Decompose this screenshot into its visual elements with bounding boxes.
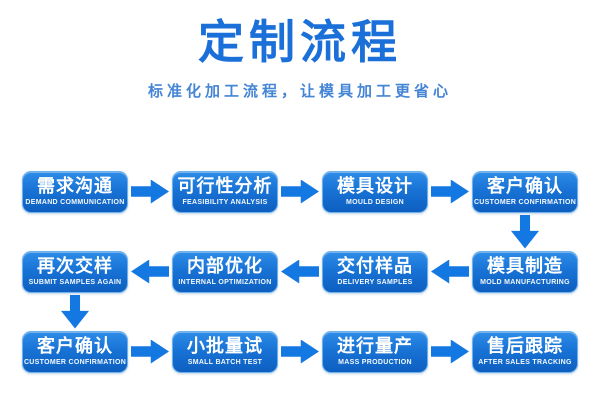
step-label: 客户确认 xyxy=(37,336,113,357)
process-flowchart: 需求沟通 DEMAND COMMUNICATION 可行性分析 FEASIBIL… xyxy=(22,170,578,373)
arrow-down-icon xyxy=(61,294,89,329)
step-label: 内部优化 xyxy=(187,256,263,277)
step-label: 售后跟踪 xyxy=(487,336,563,357)
step-demand-communication: 需求沟通 DEMAND COMMUNICATION xyxy=(22,170,128,213)
step-internal-optimization: 内部优化 INTERNAL OPTIMIZATION xyxy=(172,250,278,293)
step-caption: DELIVERY SAMPLES xyxy=(337,278,413,286)
arrow-left-icon xyxy=(431,259,469,284)
arrow-right-icon xyxy=(281,339,319,364)
arrow-right-icon xyxy=(431,179,469,204)
arrow-left-icon xyxy=(281,259,319,284)
step-caption: DEMAND COMMUNICATION xyxy=(25,198,125,206)
step-feasibility-analysis: 可行性分析 FEASIBILITY ANALYSIS xyxy=(172,170,278,213)
step-caption: SUBMIT SAMPLES AGAIN xyxy=(28,278,122,286)
step-label: 交付样品 xyxy=(337,256,413,277)
step-caption: MASS PRODUCTION xyxy=(338,358,412,366)
step-mould-design: 模具设计 MOULD DESIGN xyxy=(322,170,428,213)
step-customer-confirmation: 客户确认 CUSTOMER CONFIRMATION xyxy=(472,170,578,213)
step-caption: AFTER SALES TRACKING xyxy=(478,358,572,366)
arrow-right-icon xyxy=(131,339,169,364)
step-mass-production: 进行量产 MASS PRODUCTION xyxy=(322,330,428,373)
flow-connector-row-1-2 xyxy=(22,213,578,251)
step-label: 需求沟通 xyxy=(37,176,113,197)
step-caption: MOULD DESIGN xyxy=(345,198,405,206)
step-label: 模具设计 xyxy=(337,176,413,197)
page-title: 定制流程 xyxy=(198,16,402,68)
flow-connector-row-2-3 xyxy=(22,293,578,331)
step-caption: CUSTOMER CONFIRMATION xyxy=(23,358,127,366)
arrow-right-icon xyxy=(281,179,319,204)
step-delivery-samples: 交付样品 DELIVERY SAMPLES xyxy=(322,250,428,293)
flow-row-3: 客户确认 CUSTOMER CONFIRMATION 小批量试 SMALL BA… xyxy=(22,330,578,373)
step-submit-samples-again: 再次交样 SUBMIT SAMPLES AGAIN xyxy=(22,250,128,293)
arrow-right-icon xyxy=(431,339,469,364)
step-caption: CUSTOMER CONFIRMATION xyxy=(473,198,577,206)
step-label: 再次交样 xyxy=(37,256,113,277)
step-after-sales-tracking: 售后跟踪 AFTER SALES TRACKING xyxy=(472,330,578,373)
step-caption: SMALL BATCH TEST xyxy=(187,358,263,366)
step-customer-confirmation-2: 客户确认 CUSTOMER CONFIRMATION xyxy=(22,330,128,373)
step-mold-manufacturing: 模具制造 MOLD MANUFACTURING xyxy=(472,250,578,293)
step-label: 可行性分析 xyxy=(177,176,273,197)
step-caption: FEASIBILITY ANALYSIS xyxy=(182,198,268,206)
header: 定制流程 标准化加工流程，让模具加工更省心 xyxy=(0,0,600,101)
step-label: 模具制造 xyxy=(487,256,563,277)
step-small-batch-test: 小批量试 SMALL BATCH TEST xyxy=(172,330,278,373)
arrow-right-icon xyxy=(131,179,169,204)
arrow-down-icon xyxy=(511,214,539,249)
step-label: 客户确认 xyxy=(487,176,563,197)
flow-row-2: 再次交样 SUBMIT SAMPLES AGAIN 内部优化 INTERNAL … xyxy=(22,250,578,293)
page-subtitle: 标准化加工流程，让模具加工更省心 xyxy=(147,82,452,100)
step-caption: MOLD MANUFACTURING xyxy=(480,278,570,286)
step-caption: INTERNAL OPTIMIZATION xyxy=(178,278,272,286)
step-label: 小批量试 xyxy=(187,336,263,357)
flow-row-1: 需求沟通 DEMAND COMMUNICATION 可行性分析 FEASIBIL… xyxy=(22,170,578,213)
arrow-left-icon xyxy=(131,259,169,284)
step-label: 进行量产 xyxy=(337,336,413,357)
